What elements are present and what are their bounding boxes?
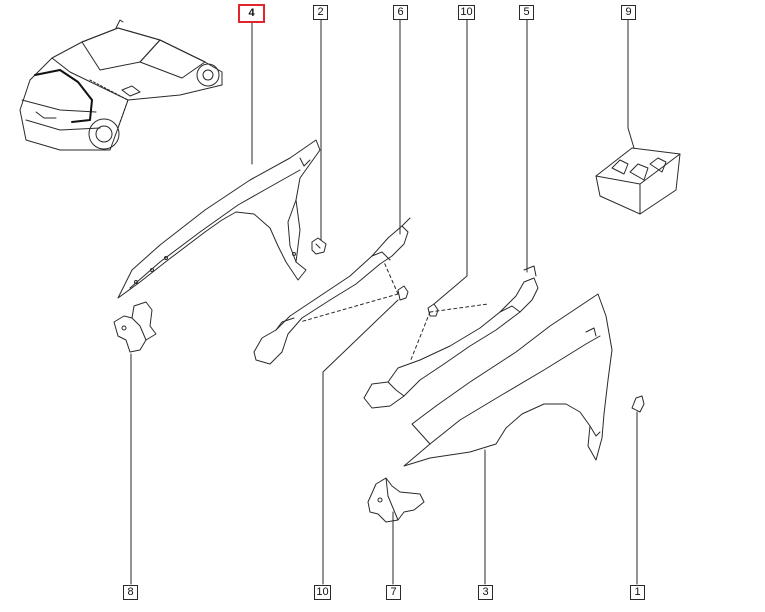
part-1-clip [631,395,645,413]
part-10-clip [427,303,439,317]
part-6-mounting-rail [253,217,411,365]
part-9-clip-kit [595,147,681,215]
callout-6[interactable]: 6 [393,5,408,20]
dashed-pointers [299,261,489,363]
callout-1[interactable]: 1 [630,585,645,600]
callout-10-bottom[interactable]: 10 [314,585,331,600]
leader-lines [130,18,638,585]
part-3-front-fender-right [403,293,613,467]
callout-4[interactable]: 4 [238,4,265,23]
part-2-clip [311,237,327,255]
callout-8[interactable]: 8 [123,585,138,600]
callout-5[interactable]: 5 [519,5,534,20]
callout-2[interactable]: 2 [313,5,328,20]
callout-9[interactable]: 9 [621,5,636,20]
part-4-front-fender-left [117,139,321,299]
part-7-bracket [367,477,425,523]
callout-10-top[interactable]: 10 [458,5,475,20]
part-8-bracket [113,301,157,353]
callout-7[interactable]: 7 [386,585,401,600]
callout-3[interactable]: 3 [478,585,493,600]
part-5-mounting-rail [363,265,539,409]
car-overview-image [19,19,223,151]
